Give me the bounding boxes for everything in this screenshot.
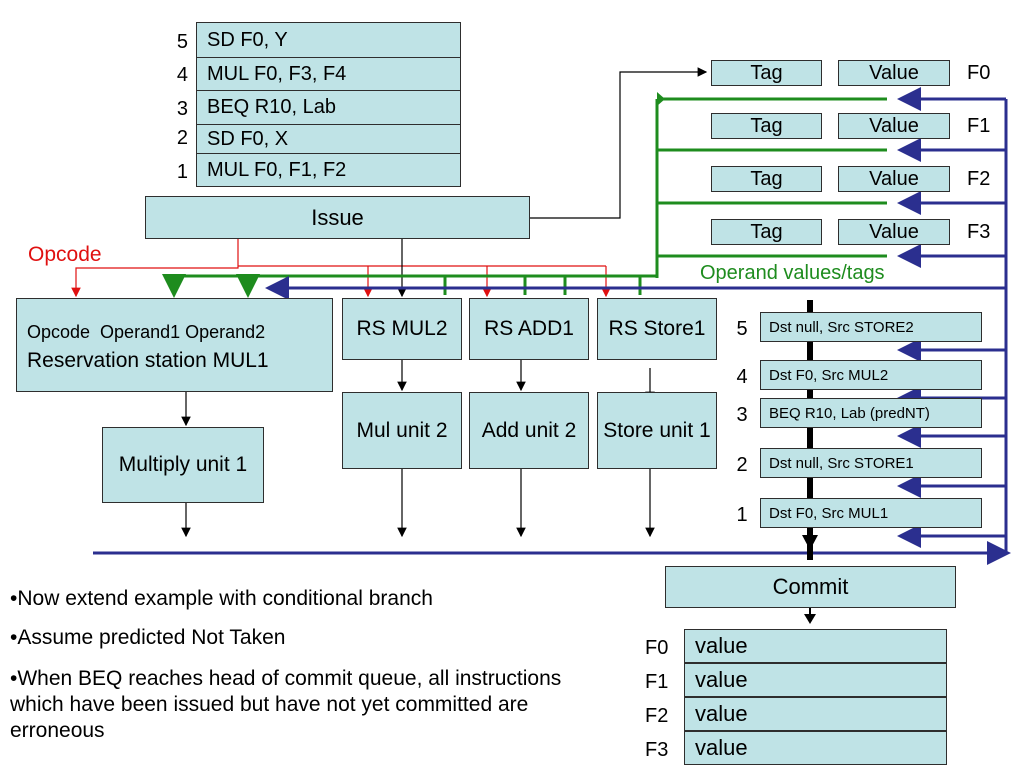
iq-index: 1 bbox=[176, 161, 188, 183]
out-register-name: F2 bbox=[645, 705, 669, 727]
rf-value: Value bbox=[838, 219, 950, 245]
rob-index: 4 bbox=[736, 366, 748, 388]
add-unit-2: Add unit 2 bbox=[469, 392, 589, 469]
rf-tag: Tag bbox=[711, 60, 822, 86]
out-register-value: value bbox=[684, 629, 947, 663]
iq-entry: SD F0, X bbox=[196, 124, 461, 154]
rob-entry: Dst null, Src STORE2 bbox=[760, 312, 982, 342]
rs-mul1-title: Reservation station MUL1 bbox=[27, 349, 269, 372]
iq-entry: MUL F0, F1, F2 bbox=[196, 153, 461, 187]
rf-value: Value bbox=[838, 113, 950, 139]
rf-value: Value bbox=[838, 166, 950, 192]
iq-entry: MUL F0, F3, F4 bbox=[196, 57, 461, 91]
out-register-value: value bbox=[684, 731, 947, 765]
rs-mul1-fields: Opcode Operand1 Operand2 bbox=[27, 322, 266, 342]
rf-tag: Tag bbox=[711, 219, 822, 245]
rs-mul2: RS MUL2 bbox=[342, 298, 462, 360]
rf-register-name: F0 bbox=[967, 62, 991, 84]
out-register-value: value bbox=[684, 697, 947, 731]
rob-index: 5 bbox=[736, 318, 748, 340]
out-register-name: F1 bbox=[645, 671, 669, 693]
multiply-unit-1: Multiply unit 1 bbox=[102, 427, 264, 503]
rf-tag: Tag bbox=[711, 166, 822, 192]
rf-value: Value bbox=[838, 60, 950, 86]
operand-bus-label: Operand values/tags bbox=[700, 262, 885, 284]
rob-entry: BEQ R10, Lab (predNT) bbox=[760, 398, 982, 428]
out-register-value: value bbox=[684, 663, 947, 697]
rob-index: 1 bbox=[736, 504, 748, 526]
rf-tag: Tag bbox=[711, 113, 822, 139]
out-register-name: F3 bbox=[645, 739, 669, 761]
rs-mul1: Opcode Operand1 Operand2 Reservation sta… bbox=[16, 298, 333, 392]
rob-index: 3 bbox=[736, 404, 748, 426]
mul-unit-2: Mul unit 2 bbox=[342, 392, 462, 469]
rs-store1: RS Store1 bbox=[597, 298, 717, 360]
rf-register-name: F1 bbox=[967, 115, 991, 137]
opcode-label: Opcode bbox=[28, 243, 102, 266]
rob-entry: Dst F0, Src MUL2 bbox=[760, 360, 982, 390]
rf-register-name: F2 bbox=[967, 168, 991, 190]
iq-index: 4 bbox=[176, 64, 188, 86]
iq-entry: BEQ R10, Lab bbox=[196, 90, 461, 125]
note-bullet: •Assume predicted Not Taken bbox=[10, 626, 286, 649]
iq-index: 2 bbox=[176, 127, 188, 149]
iq-index: 3 bbox=[176, 98, 188, 120]
note-bullet: •When BEQ reaches head of commit queue, … bbox=[10, 667, 562, 742]
rob-entry: Dst null, Src STORE1 bbox=[760, 448, 982, 478]
out-register-name: F0 bbox=[645, 637, 669, 659]
store-unit-1: Store unit 1 bbox=[597, 392, 717, 469]
iq-entry: SD F0, Y bbox=[196, 22, 461, 58]
rob-index: 2 bbox=[736, 454, 748, 476]
issue-stage: Issue bbox=[145, 196, 530, 239]
rob-entry: Dst F0, Src MUL1 bbox=[760, 498, 982, 528]
rf-register-name: F3 bbox=[967, 221, 991, 243]
rs-add1: RS ADD1 bbox=[469, 298, 589, 360]
note-bullet: •Now extend example with conditional bra… bbox=[10, 587, 433, 610]
commit-stage: Commit bbox=[665, 566, 956, 608]
iq-index: 5 bbox=[176, 31, 188, 53]
